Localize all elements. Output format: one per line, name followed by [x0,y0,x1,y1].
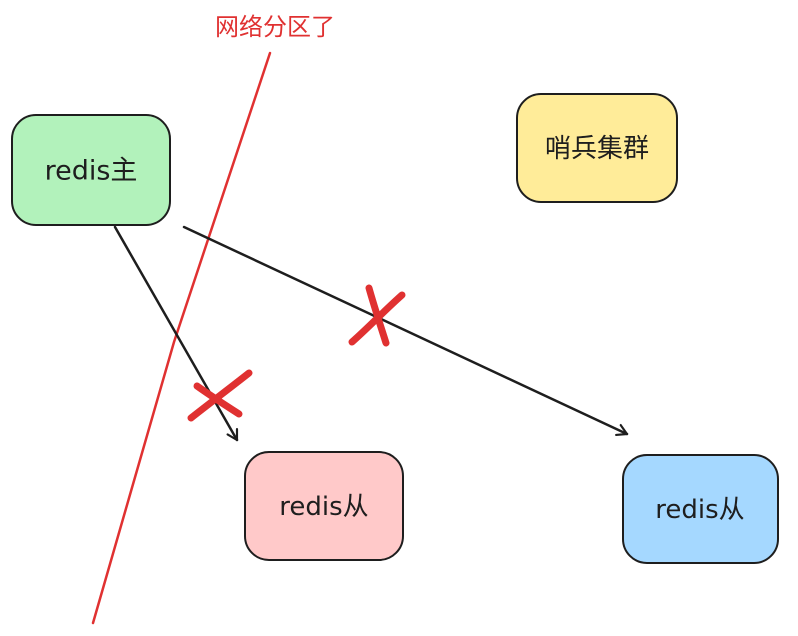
cross-stroke-a [187,369,253,422]
redis-slave-pink-label: redis从 [279,492,368,522]
cross-stroke-b [193,382,243,418]
broken-cross-icon-pink-edge[interactable] [187,369,253,422]
broken-cross-icon-blue-edge[interactable] [348,284,406,347]
sentinel-cluster-label: 哨兵集群 [545,134,649,164]
edge-master-to-slave-pink[interactable] [113,225,239,442]
edge-master-to-slave-blue[interactable] [182,225,629,436]
node-redis-master[interactable]: redis主 [11,114,171,226]
redis-slave-blue-label: redis从 [655,495,744,525]
node-redis-slave-pink[interactable]: redis从 [244,451,404,561]
network-partition-line[interactable] [91,51,272,625]
network-partition-label[interactable]: 网络分区了 [215,13,335,41]
redis-slave-blue-box[interactable] [622,454,779,564]
cross-stroke-b [365,284,390,347]
node-redis-slave-blue[interactable]: redis从 [622,454,779,564]
redis-master-box[interactable] [11,114,171,226]
redis-master-label: redis主 [45,156,138,187]
redis-slave-pink-box[interactable] [244,451,404,561]
node-sentinel-cluster[interactable]: 哨兵集群 [516,93,678,203]
sentinel-cluster-box[interactable] [516,93,678,203]
